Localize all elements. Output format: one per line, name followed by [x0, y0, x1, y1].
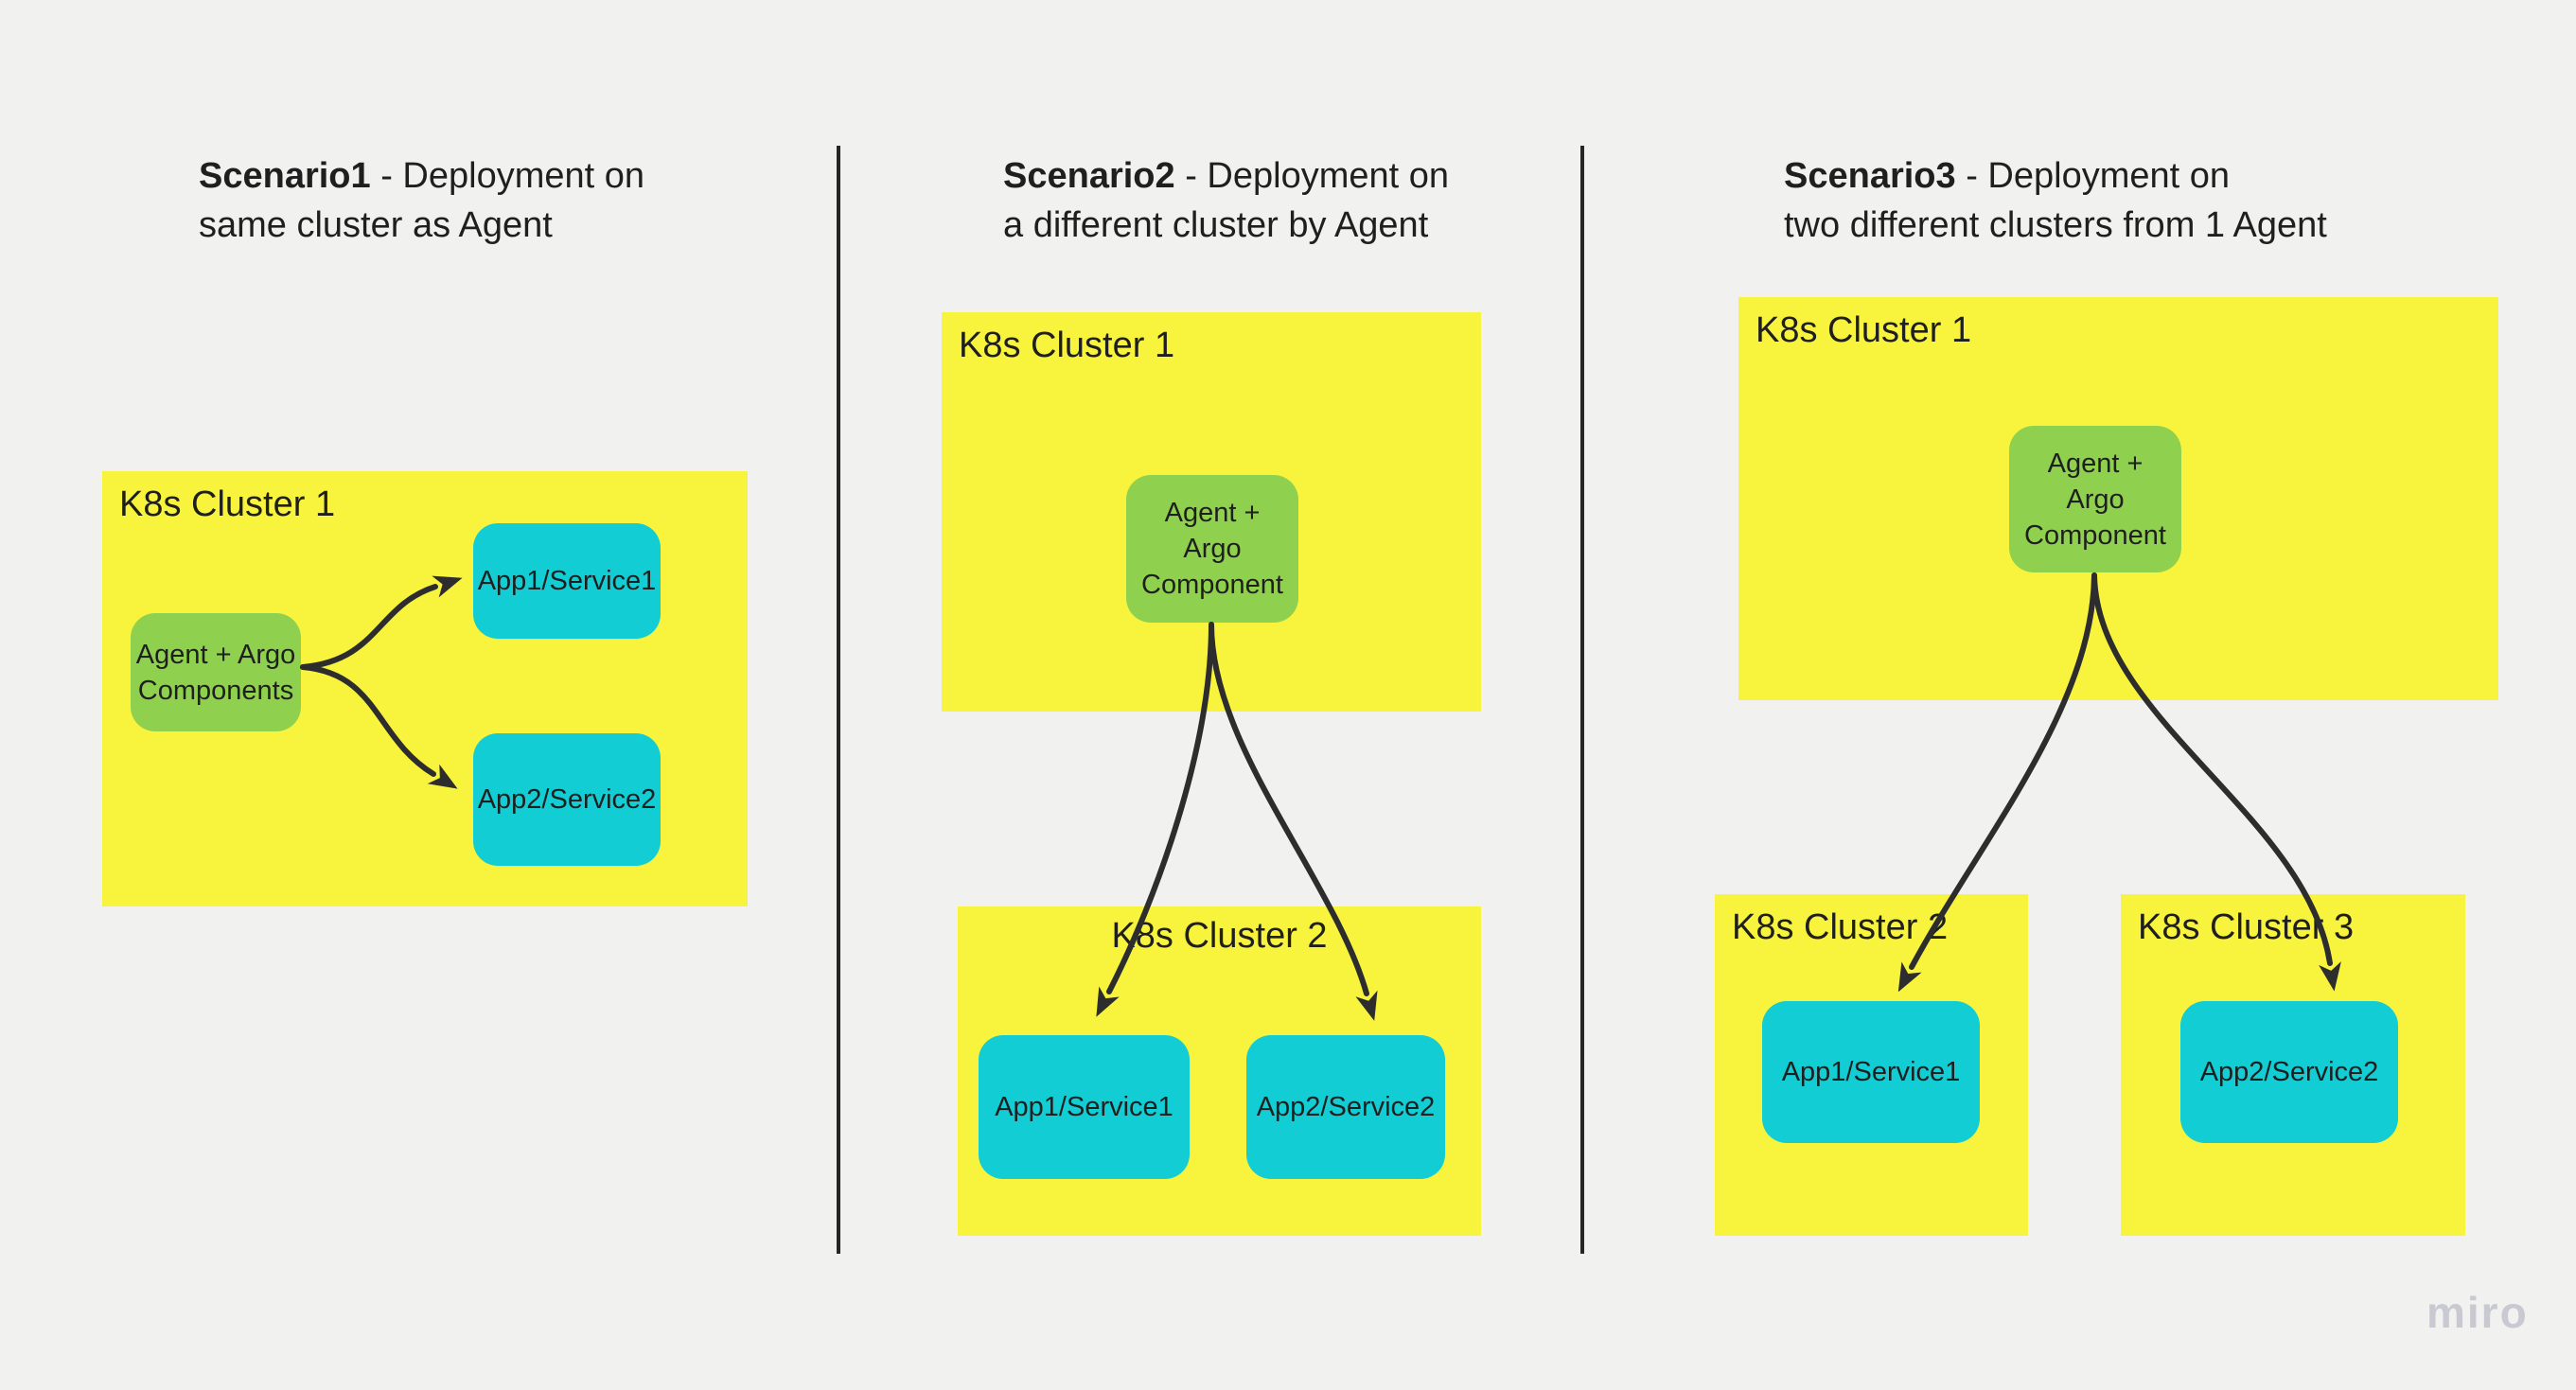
scenario1-app1-label: App1/Service1: [477, 566, 657, 596]
scenario2-cluster2-label: K8s Cluster 2: [1111, 916, 1328, 956]
scenario1-agent-line1: Agent + Argo: [135, 639, 296, 670]
scenario3-cluster3-label: K8s Cluster 3: [2138, 907, 2355, 947]
scenario3-app2-service2-box: App2/Service2: [2180, 1001, 2398, 1143]
scenario3-agent-line1: Agent +: [2047, 448, 2144, 479]
scenario2-title-bold: Scenario2: [1003, 156, 1175, 196]
scenario2-title-rest: - Deployment on: [1174, 156, 1450, 196]
scenario3-title-bold: Scenario3: [1784, 156, 1956, 196]
scenario2-title-line2: a different cluster by Agent: [1003, 205, 1429, 245]
scenario3-cluster2-label: K8s Cluster 2: [1732, 907, 1949, 947]
scenario1-app2-label: App2/Service2: [477, 784, 657, 815]
scenario3-agent-line2: Argo: [2066, 484, 2125, 515]
scenario1-agent-line2: Components: [137, 675, 294, 706]
scenario3-title-line2: two different clusters from 1 Agent: [1784, 205, 2327, 245]
scenario3-app2-label: App2/Service2: [2199, 1057, 2379, 1087]
scenario1-app2-service2-box: App2/Service2: [473, 733, 661, 866]
scenario3-app1-service1-box: App1/Service1: [1762, 1001, 1980, 1143]
scenario2-app2-service2-box: App2/Service2: [1246, 1035, 1445, 1179]
scenario1-agent-argo-box: Agent + Argo Components: [131, 613, 301, 731]
scenario2-cluster1-label: K8s Cluster 1: [959, 326, 1175, 365]
scenario2-app2-label: App2/Service2: [1256, 1092, 1436, 1122]
scenario2-app1-service1-box: App1/Service1: [979, 1035, 1190, 1179]
scenario2-agent-argo-box: Agent + Argo Component: [1126, 475, 1298, 623]
scenario2-title-line1: Scenario2 - Deployment on: [1003, 151, 1449, 201]
miro-logo: miro: [2426, 1288, 2529, 1337]
scenario3-agent-line3: Component: [2024, 519, 2166, 551]
scenario2-agent-line1: Agent +: [1164, 498, 1261, 528]
scenario1-title-line1: Scenario1 - Deployment on: [199, 151, 644, 201]
scenario3-app1-label: App1/Service1: [1781, 1057, 1961, 1087]
scenario1-title-line2: same cluster as Agent: [199, 205, 553, 245]
scenario2-agent-line3: Component: [1141, 570, 1283, 600]
scenario2-app1-label: App1/Service1: [995, 1092, 1173, 1122]
scenario1-cluster1-label: K8s Cluster 1: [119, 484, 336, 524]
column-divider-1: [837, 146, 840, 1254]
scenario3-agent-argo-box: Agent + Argo Component: [2009, 426, 2181, 572]
scenario1-app1-service1-box: App1/Service1: [473, 523, 661, 639]
scenario3-title: Scenario3 - Deployment on two different …: [1784, 151, 2327, 250]
scenario1-title: Scenario1 - Deployment on same cluster a…: [199, 151, 644, 250]
scenario1-title-rest: - Deployment on: [370, 156, 645, 196]
scenario1-title-bold: Scenario1: [199, 156, 371, 196]
scenario3-cluster1-label: K8s Cluster 1: [1756, 310, 1972, 350]
column-divider-2: [1580, 146, 1584, 1254]
scenario2-title: Scenario2 - Deployment on a different cl…: [1003, 151, 1449, 250]
scenario3-title-line1: Scenario3 - Deployment on: [1784, 151, 2327, 201]
scenario2-agent-line2: Argo: [1183, 534, 1242, 564]
scenario3-title-rest: - Deployment on: [1955, 156, 2231, 196]
